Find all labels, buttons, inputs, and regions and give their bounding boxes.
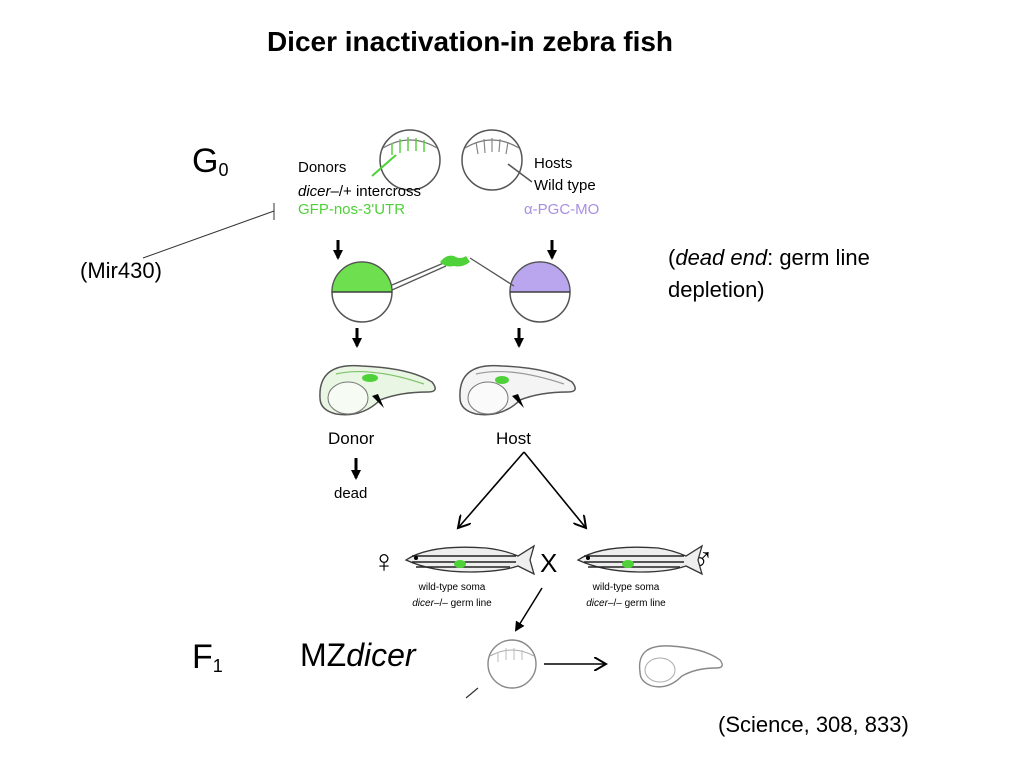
gfp-construct-label: GFP-nos-3'UTR [298, 201, 405, 218]
dead-end-annotation: (dead end: germ line depletion) [668, 242, 870, 306]
female-soma-label: wild-type soma [418, 582, 486, 593]
cropped-arrow-fragment [465, 687, 479, 699]
citation: (Science, 308, 833) [718, 712, 909, 737]
mzdicer-embryo-late [638, 645, 723, 688]
mir430-annotation: (Mir430) [80, 258, 162, 283]
male-soma-label: wild-type soma [592, 582, 660, 593]
female-symbol-icon: ♀ [372, 543, 396, 579]
arrow-to-f1-icon [514, 587, 543, 632]
dead-end-paren: ( [668, 245, 676, 270]
host-embryo-sketch [459, 364, 576, 416]
arrow-to-male-icon [523, 451, 586, 528]
donor-embryo-sketch [319, 364, 436, 416]
male-germline-label: dicer–/– germ line [586, 598, 666, 609]
dead-end-gene: dead end [675, 245, 768, 270]
mzdicer-label: MZdicer [300, 637, 417, 673]
generation-f1-label: F1 [192, 638, 223, 676]
arrow-to-female-icon [458, 451, 525, 528]
host-embryo-top [461, 129, 533, 191]
generation-g0-label: G0 [192, 142, 228, 180]
donor-blastula [331, 261, 393, 323]
dead-end-text-line2: depletion) [668, 277, 765, 302]
male-fish-sketch [576, 544, 704, 576]
host-type-label: Wild type [534, 177, 596, 194]
donor-cross-label: dicer–/+ intercross [298, 183, 421, 200]
mzdicer-embryo-early [487, 639, 537, 689]
transplant-needle-icon [391, 255, 515, 291]
donor-fate-label: dead [334, 485, 367, 502]
donor-embryo-top [371, 129, 441, 191]
donor-embryo-label: Donor [328, 429, 375, 448]
mir430-pointer-line [142, 210, 275, 259]
page-title: Dicer inactivation-in zebra fish [266, 26, 674, 57]
donors-label: Donors [298, 159, 346, 176]
host-embryo-label: Host [496, 429, 531, 448]
cross-symbol: X [540, 548, 557, 578]
female-germline-label: dicer–/– germ line [412, 598, 492, 609]
female-fish-sketch [404, 544, 536, 576]
morpholino-label: α-PGC-MO [524, 201, 599, 218]
hosts-label: Hosts [534, 155, 572, 172]
dead-end-text: : germ line [767, 245, 870, 270]
host-blastula [509, 261, 571, 323]
